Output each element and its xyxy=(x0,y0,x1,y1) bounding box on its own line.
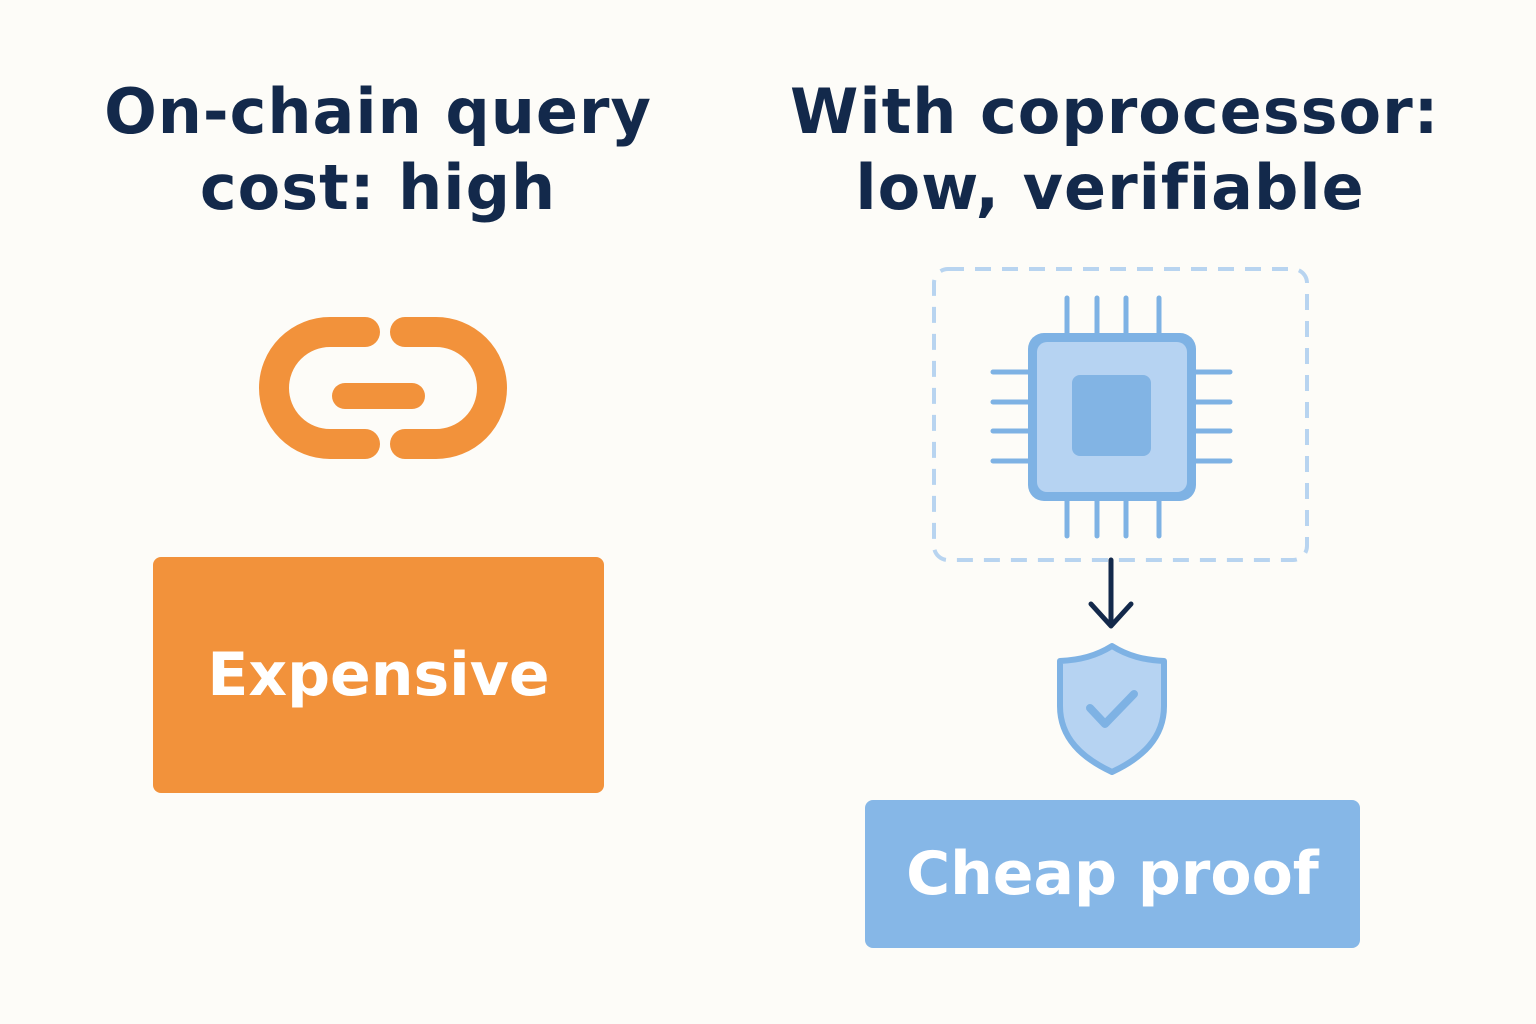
left-title-line-2: cost: high xyxy=(199,151,557,224)
left-title: On-chain query cost: high xyxy=(68,74,688,226)
link-chain-icon xyxy=(259,317,507,459)
coprocessor-boundary xyxy=(932,267,1309,562)
cpu-pins xyxy=(990,295,1233,539)
cheap-proof-box: Cheap proof xyxy=(865,800,1360,948)
left-title-line-1: On-chain query xyxy=(104,75,652,148)
right-title-line-2: low, verifiable xyxy=(855,151,1365,224)
right-title-line-1: With coprocessor: xyxy=(790,75,1440,148)
arrow-down-icon xyxy=(1088,557,1134,629)
cpu-chip-icon xyxy=(932,267,1309,562)
right-title: With coprocessor: low, verifiable xyxy=(790,74,1440,226)
shield-check-icon xyxy=(1057,643,1167,775)
expensive-label: Expensive xyxy=(207,640,550,710)
expensive-box: Expensive xyxy=(153,557,604,793)
cheap-proof-label: Cheap proof xyxy=(906,839,1319,909)
